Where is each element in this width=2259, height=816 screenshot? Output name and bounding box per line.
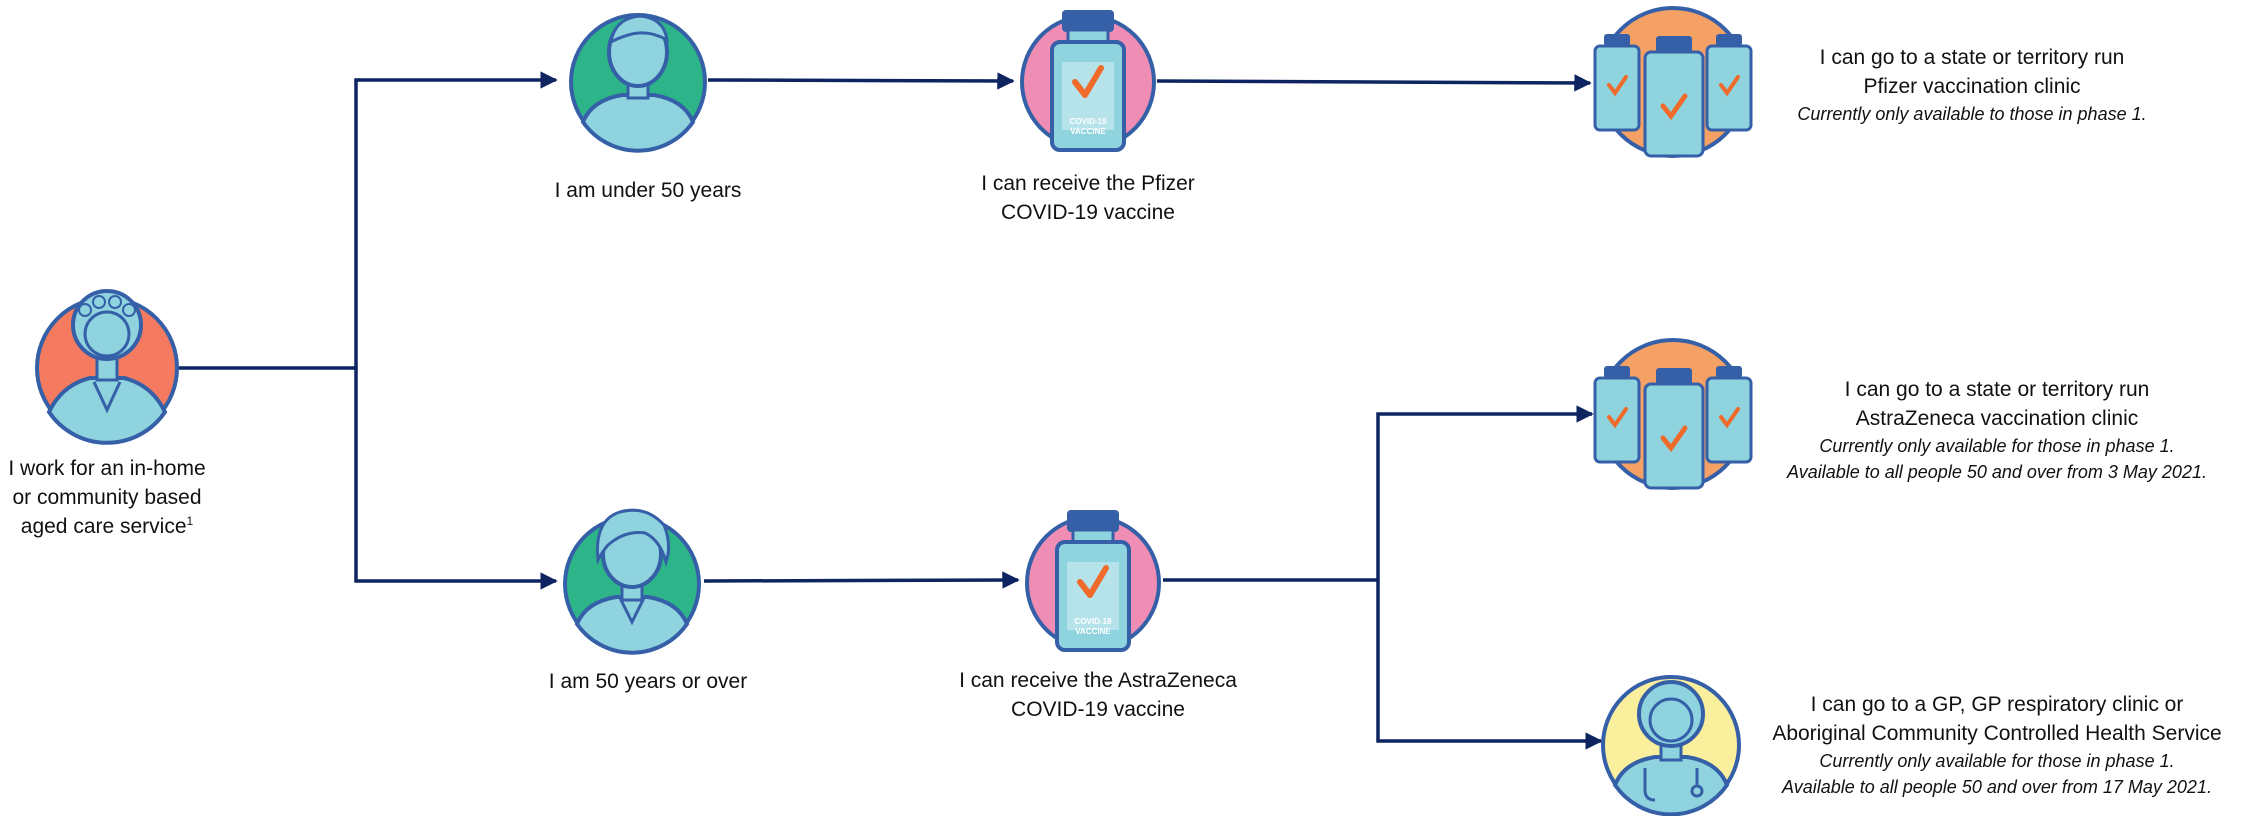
svg-text:COVID-19: COVID-19 <box>1070 117 1107 126</box>
footnote-marker: 1 <box>186 514 194 528</box>
arrow-to-pfizer-clinic <box>1156 74 1592 92</box>
start-label: I work for an in-home or community based… <box>2 454 212 541</box>
vaccine-vial-icon: COVID-19 VACCINE <box>1025 510 1161 652</box>
start-label-line: aged care service <box>20 515 187 538</box>
aged-care-worker-icon <box>35 289 179 445</box>
under50-label: I am under 50 years <box>554 179 742 202</box>
vaccine-vials-icon <box>1593 338 1753 490</box>
availability-note: Currently only available for those in ph… <box>1819 751 2175 771</box>
astrazeneca-label: I can receive the AstraZeneca COVID-19 v… <box>959 669 1237 721</box>
vaccine-vial-icon: COVID-19 VACCINE <box>1020 10 1156 152</box>
pfizer-label: I can receive the Pfizer COVID-19 vaccin… <box>981 172 1195 224</box>
start-label-line: or community based <box>12 486 202 509</box>
arrow-to-under50 <box>354 71 558 368</box>
svg-text:COVID-19: COVID-19 <box>1075 617 1112 626</box>
svg-text:VACCINE: VACCINE <box>1075 627 1111 636</box>
arrow-to-gp <box>1376 580 1603 750</box>
vaccine-vials-icon <box>1593 6 1753 158</box>
availability-note: Currently only available for those in ph… <box>1819 436 2175 456</box>
availability-note: Available to all people 50 and over from… <box>1782 777 2212 797</box>
arrow-to-astrazeneca <box>703 571 1020 589</box>
availability-note: Currently only available to those in pha… <box>1797 104 2147 124</box>
arrow-to-over50 <box>354 368 558 590</box>
pfizer-clinic-label: I can go to a state or territory run Pfi… <box>1752 43 2192 127</box>
older-person-icon <box>563 508 701 655</box>
start-label-line: I work for an in-home <box>8 457 206 480</box>
connectors <box>178 71 1603 750</box>
arrow-to-az-clinic <box>1376 405 1594 580</box>
younger-person-icon <box>569 13 707 153</box>
doctor-icon <box>1601 675 1741 816</box>
over50-label: I am 50 years or over <box>548 670 748 693</box>
svg-text:VACCINE: VACCINE <box>1070 127 1106 136</box>
gp-label: I can go to a GP, GP respiratory clinic … <box>1752 690 2242 800</box>
az-clinic-label: I can go to a state or territory run Ast… <box>1752 375 2242 485</box>
arrow-to-pfizer <box>707 72 1015 90</box>
availability-note: Available to all people 50 and over from… <box>1787 462 2207 482</box>
